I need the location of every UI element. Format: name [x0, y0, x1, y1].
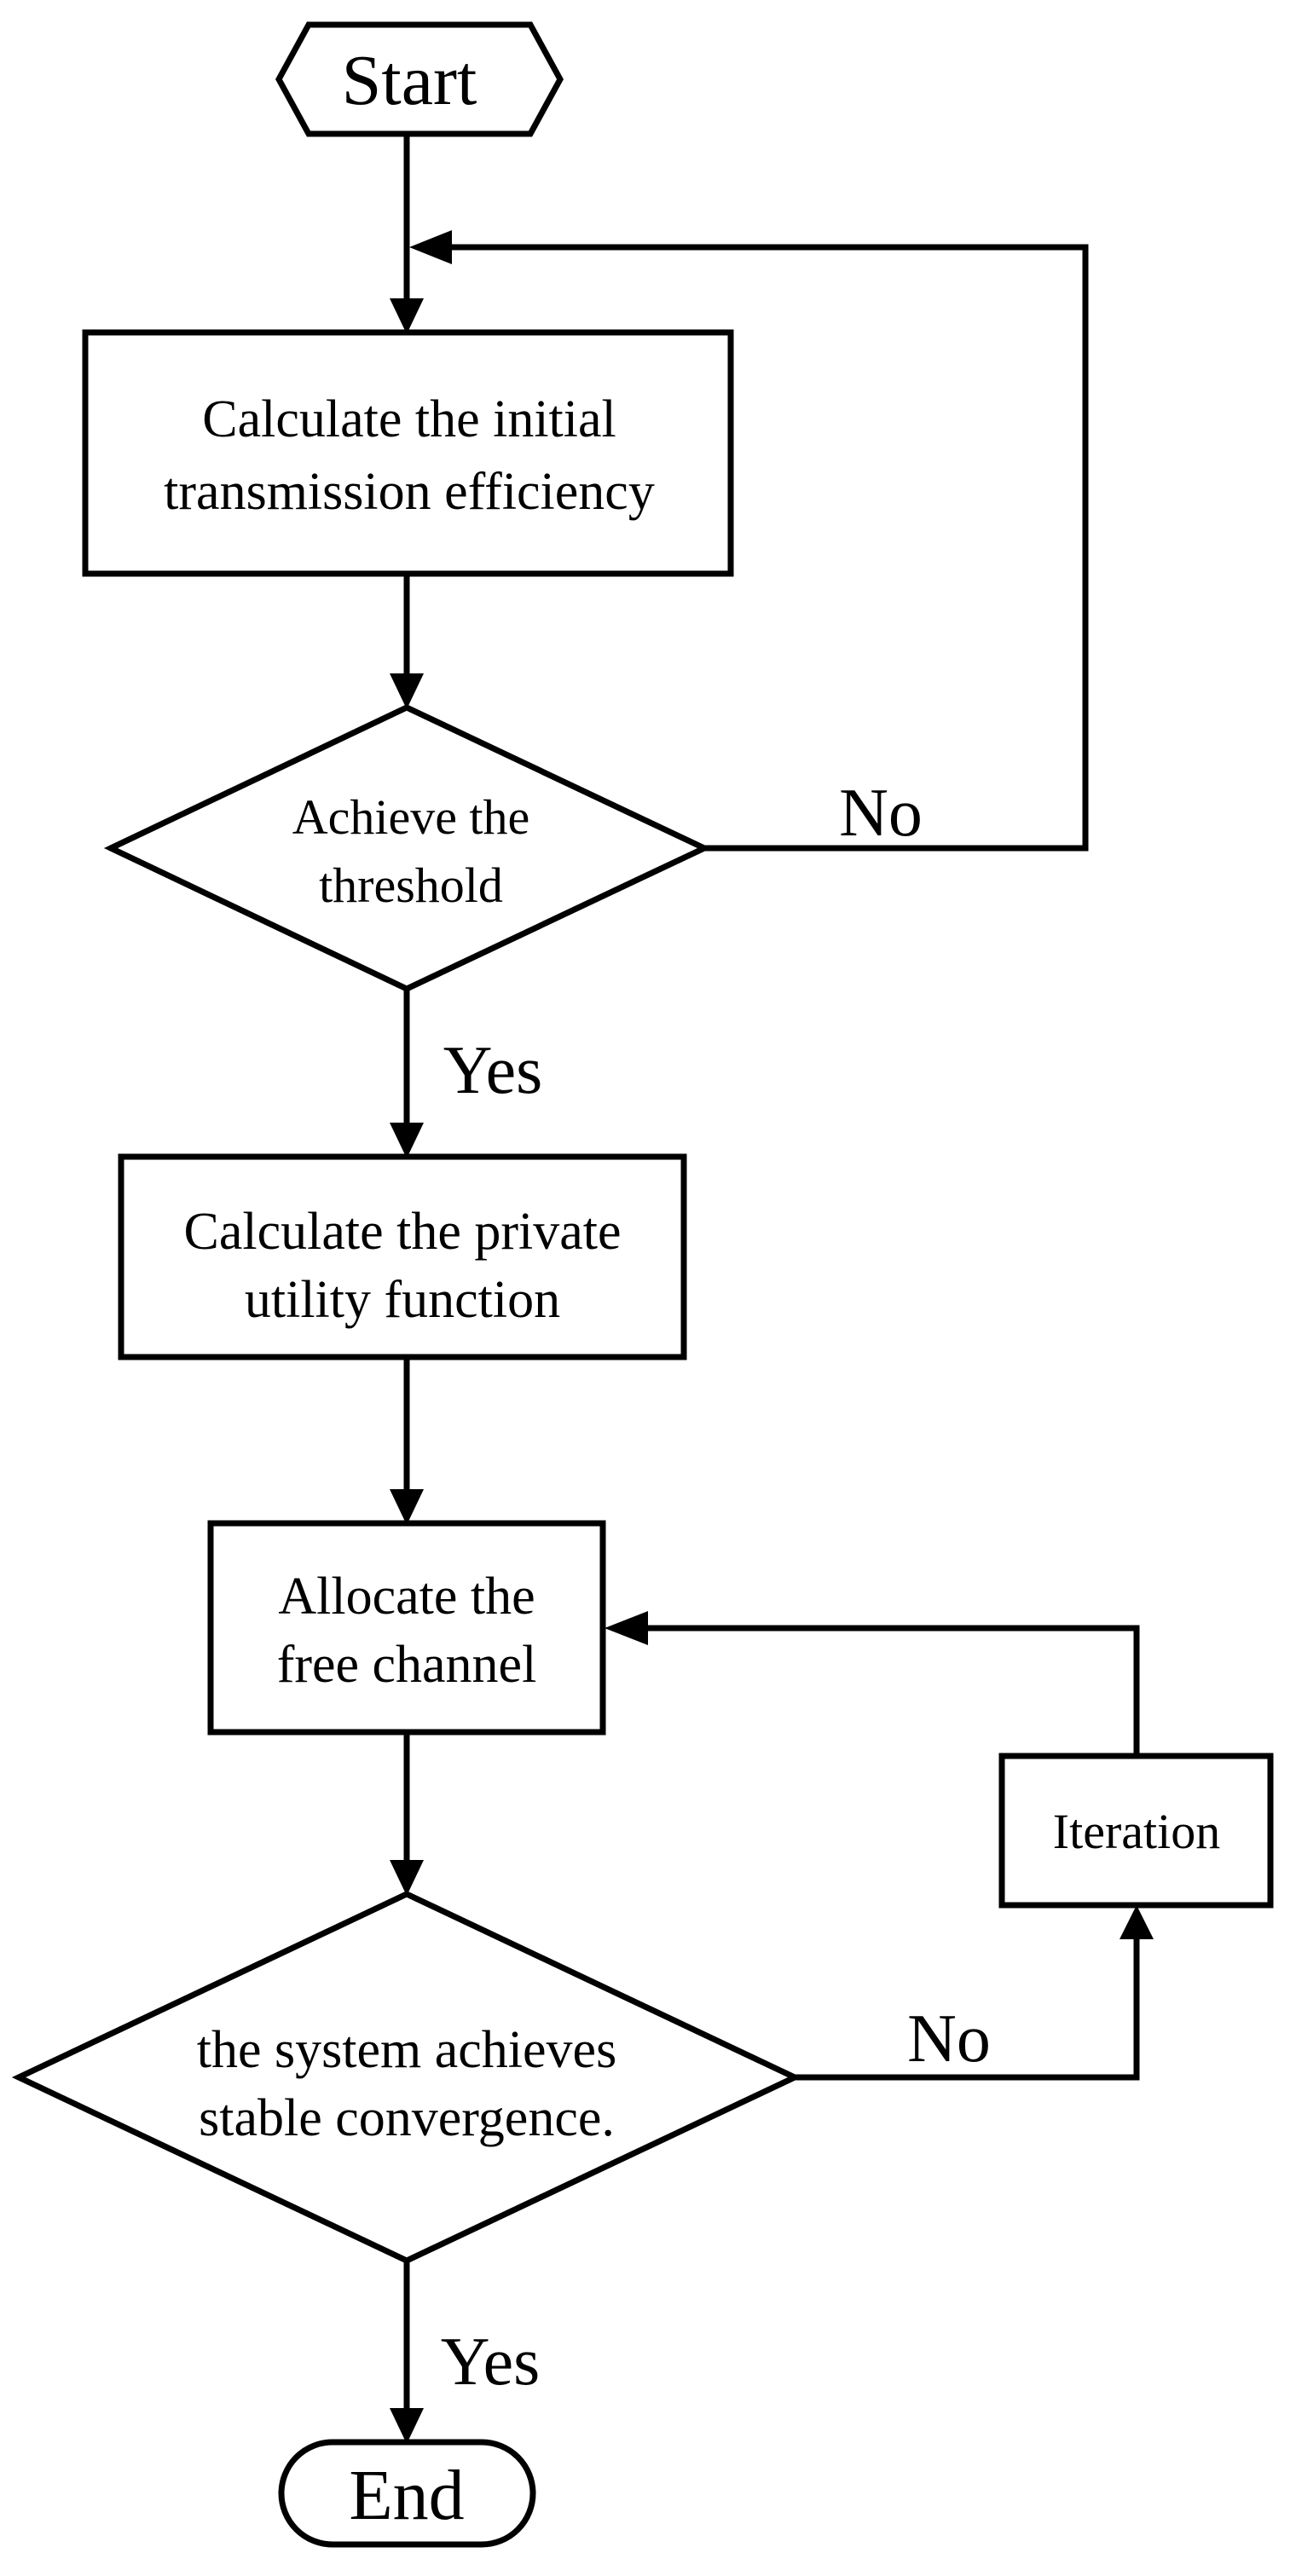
process-iteration — [998, 1753, 1274, 1909]
initial-efficiency-line-2: transmission efficiency — [164, 463, 655, 521]
convergence-no-label: No — [907, 2001, 991, 2076]
allocate-channel-line-1: Allocate the — [278, 1568, 535, 1626]
arrow-iteration-to-allocate — [639, 1625, 1140, 1756]
allocate-channel-line-2: free channel — [277, 1636, 537, 1694]
arrowhead — [390, 673, 424, 709]
threshold-no-label: No — [839, 776, 923, 851]
threshold-yes-label: Yes — [443, 1033, 542, 1108]
process-private-utility — [118, 1153, 687, 1360]
arrowhead — [390, 1489, 424, 1525]
initial-efficiency-line-1: Calculate the initial — [202, 390, 616, 448]
iteration-label: Iteration — [1053, 1804, 1220, 1859]
threshold-line-1: Achieve the — [292, 789, 530, 845]
arrowhead — [1120, 1905, 1154, 1939]
private-utility-line-2: utility function — [245, 1271, 560, 1329]
arrow-threshold-no-loop — [443, 244, 1089, 852]
threshold-line-2: threshold — [319, 858, 503, 913]
decision-threshold — [103, 704, 712, 992]
arrowhead — [390, 1123, 424, 1158]
arrowhead — [409, 230, 452, 264]
convergence-line-1: the system achieves — [197, 2021, 616, 2079]
arrowhead — [390, 2408, 424, 2444]
convergence-line-2: stable convergence. — [199, 2089, 615, 2147]
private-utility-line-1: Calculate the private — [184, 1203, 622, 1261]
arrow-convergence-no — [795, 1931, 1140, 2081]
process-allocate-channel — [207, 1520, 606, 1736]
arrowhead — [390, 1860, 424, 1896]
process-initial-efficiency — [82, 329, 734, 577]
start-node — [275, 21, 564, 137]
end-label: End — [349, 2456, 464, 2535]
arrowhead — [390, 298, 424, 334]
convergence-yes-label: Yes — [441, 2325, 540, 2400]
start-label: Start — [342, 41, 477, 120]
arrowhead — [605, 1611, 648, 1645]
